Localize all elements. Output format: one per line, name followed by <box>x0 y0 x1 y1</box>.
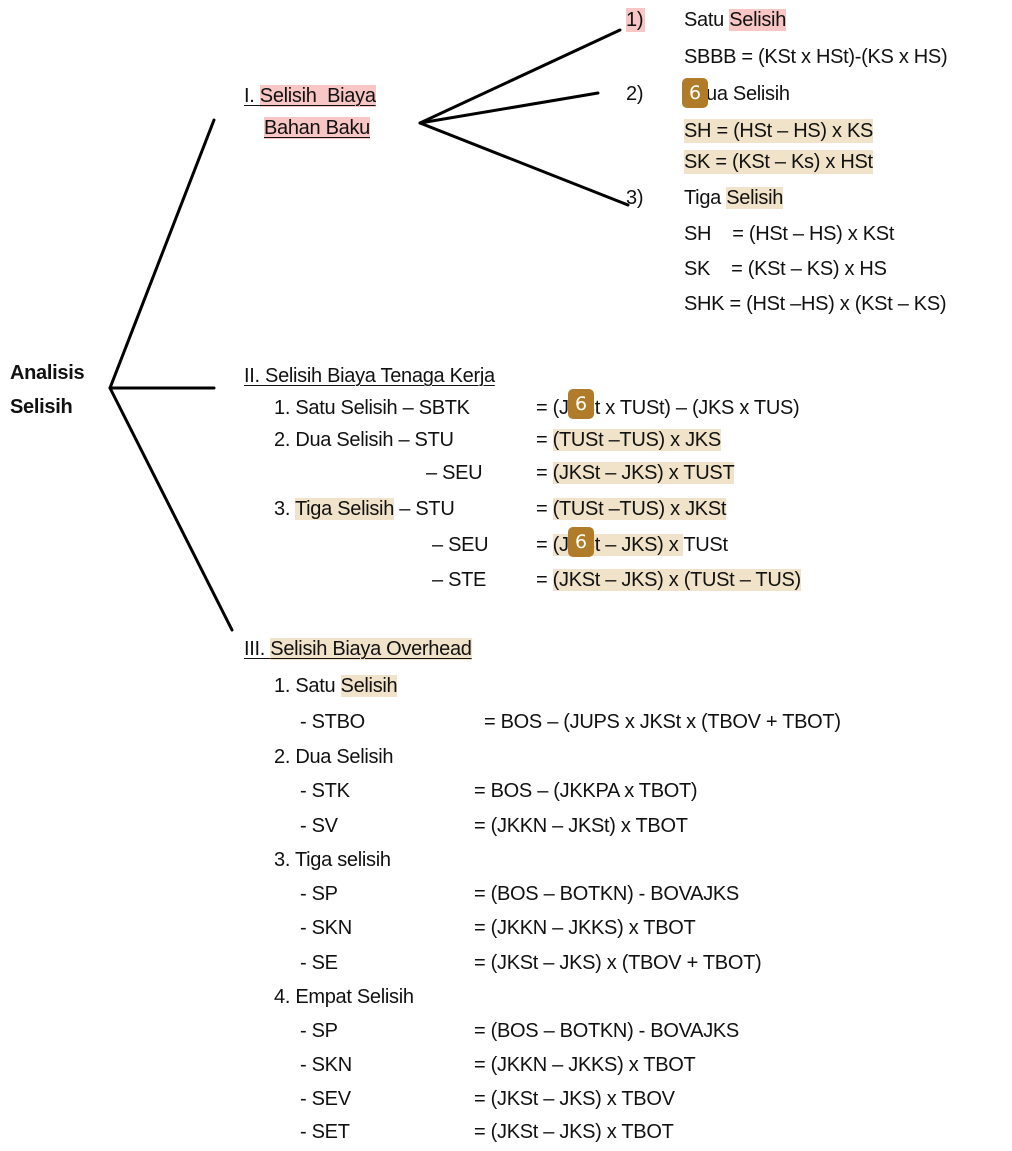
sec2-title: II. Selisih Biaya Tenaga Kerja <box>244 365 495 387</box>
sec2-row6-formula: = (JKSt – JKS) x (TUSt – TUS) <box>536 569 801 591</box>
sec2-row4-formula: = (TUSt –TUS) x JKSt <box>536 498 727 520</box>
sec3-g3-row3-formula: = (JKSt – JKS) x (TBOV + TBOT) <box>474 952 762 974</box>
sec3-g3-row2-label: - SKN <box>300 917 352 939</box>
sec3-g4-row1-label: - SP <box>300 1020 338 1042</box>
sec1-method3-number: 3) <box>626 187 644 209</box>
sec2-row1-formula: = (JKSt x TUSt) – (JKS x TUS) <box>536 397 800 419</box>
annotation-badge[interactable]: 6 <box>682 78 708 108</box>
sec3-g4-row4-formula: = (JKSt – JKS) x TBOT <box>474 1121 674 1143</box>
annotation-badge[interactable]: 6 <box>568 527 594 557</box>
sec1-method3-formula3: SHK = (HSt –HS) x (KSt – KS) <box>684 293 947 315</box>
sec2-row6-label: – STE <box>432 569 487 591</box>
sec2-row1-label: 1. Satu Selisih – SBTK <box>274 397 470 419</box>
sec1-method2-number: 2) <box>626 83 644 105</box>
sec1-branch-3 <box>418 121 630 207</box>
sec3-g4-row3-label: - SEV <box>300 1088 351 1110</box>
sec1-method3-title: Tiga Selisih <box>684 187 784 209</box>
sec1-method1-number: 1) <box>626 8 646 32</box>
sec2-row5-formula: = (JKSt – JKS) x TUSt <box>536 534 728 556</box>
sec1-method3-formula1: SH = (HSt – HS) x KSt <box>684 223 895 245</box>
sec1-title-line2: Bahan Baku <box>264 117 370 139</box>
sec3-g2-row1-formula: = BOS – (JKKPA x TBOT) <box>474 780 698 802</box>
sec2-row2-formula: = (TUSt –TUS) x JKS <box>536 429 721 451</box>
sec2-row4-label: 3. Tiga Selisih – STU <box>274 498 455 520</box>
sec1-branch-1 <box>418 28 622 125</box>
root-branch-bottom <box>108 386 234 632</box>
sec1-branch-2 <box>418 91 600 125</box>
annotation-badge[interactable]: 6 <box>568 389 594 419</box>
sec1-method1-title: Satu Selisih <box>684 9 787 31</box>
sec1-method2-formula1: SH = (HSt – HS) x KS <box>684 119 874 143</box>
sec3-g4-row4-label: - SET <box>300 1121 350 1143</box>
sec3-g2-row1-label: - STK <box>300 780 350 802</box>
sec2-row2-label: 2. Dua Selisih – STU <box>274 429 454 451</box>
sec3-g3-row1-formula: = (BOS – BOTKN) - BOVAJKS <box>474 883 739 905</box>
sec2-row3-label: – SEU <box>426 462 483 484</box>
sec3-g2-row2-label: - SV <box>300 815 338 837</box>
sec3-g3-row3-label: - SE <box>300 952 338 974</box>
sec1-method2-formula2: SK = (KSt – Ks) x HSt <box>684 150 873 174</box>
root-label-line1: Analisis <box>10 362 85 384</box>
sec1-title-line1: I. Selisih Biaya <box>244 85 376 107</box>
sec3-g4-row2-label: - SKN <box>300 1054 352 1076</box>
sec3-group3-title: 3. Tiga selisih <box>274 849 391 871</box>
sec2-row5-label: – SEU <box>432 534 489 556</box>
sec1-method2-title: ua Selisih <box>706 83 790 105</box>
sec3-g2-row2-formula: = (JKKN – JKSt) x TBOT <box>474 815 688 837</box>
sec3-g1-row1-formula: = BOS – (JUPS x JKSt x (TBOV + TBOT) <box>484 711 841 733</box>
sec3-group2-title: 2. Dua Selisih <box>274 746 394 768</box>
sec3-g1-row1-label: - STBO <box>300 711 365 733</box>
sec1-method3-formula2: SK = (KSt – KS) x HS <box>684 258 887 280</box>
sec1-method1-formula: SBBB = (KSt x HSt)-(KS x HS) <box>684 46 948 68</box>
sec3-title: III. Selisih Biaya Overhead <box>244 638 472 660</box>
sec3-g4-row3-formula: = (JKSt – JKS) x TBOV <box>474 1088 675 1110</box>
sec3-g4-row1-formula: = (BOS – BOTKN) - BOVAJKS <box>474 1020 739 1042</box>
root-branch-top <box>108 118 216 390</box>
sec3-g3-row2-formula: = (JKKN – JKKS) x TBOT <box>474 917 696 939</box>
sec3-g3-row1-label: - SP <box>300 883 338 905</box>
sec2-row3-formula: = (JKSt – JKS) x TUST <box>536 462 735 484</box>
root-label-line2: Selisih <box>10 396 73 418</box>
sec3-group4-title: 4. Empat Selisih <box>274 986 414 1008</box>
sec3-group1-title: 1. Satu Selisih <box>274 675 398 697</box>
sec3-g4-row2-formula: = (JKKN – JKKS) x TBOT <box>474 1054 696 1076</box>
